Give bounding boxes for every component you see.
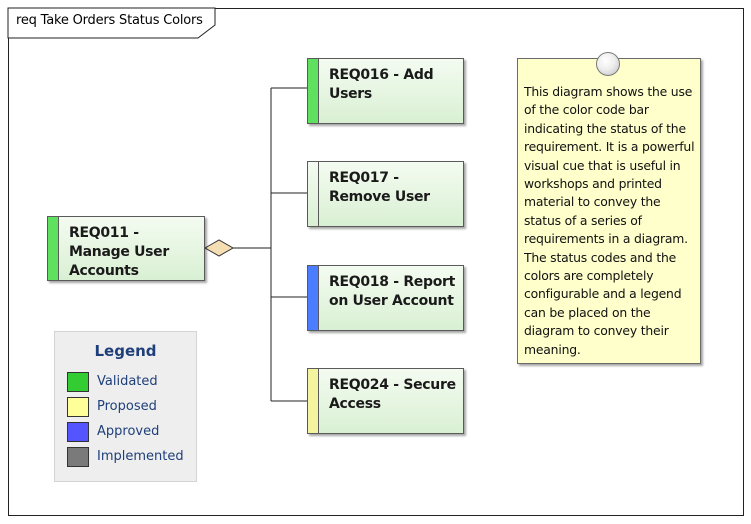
requirement-req016[interactable]: REQ016 - Add Users: [307, 58, 464, 124]
legend-swatch: [67, 397, 89, 417]
requirement-req017[interactable]: REQ017 - Remove User: [307, 161, 464, 227]
status-bar-proposed: [308, 369, 319, 433]
legend[interactable]: Legend Validated Proposed Approved Imple…: [54, 331, 197, 482]
aggregation-diamond: [203, 239, 235, 257]
legend-title: Legend: [94, 342, 157, 360]
status-bar-validated: [48, 217, 59, 280]
legend-label: Approved: [97, 424, 160, 439]
legend-label: Validated: [97, 374, 158, 389]
note-text: This diagram shows the use of the color …: [524, 84, 695, 357]
legend-swatch: [67, 447, 89, 467]
requirement-req018[interactable]: REQ018 - Report on User Account: [307, 265, 464, 331]
requirement-name: REQ011 - Manage User Accounts: [69, 225, 169, 279]
status-bar-validated: [308, 59, 319, 123]
legend-label: Proposed: [97, 399, 157, 414]
requirement-req011[interactable]: REQ011 - Manage User Accounts: [47, 216, 205, 281]
diagram-title: req Take Orders Status Colors: [16, 13, 203, 28]
note[interactable]: This diagram shows the use of the color …: [517, 58, 701, 364]
pin-icon: [596, 52, 620, 76]
requirement-name: REQ018 - Report on User Account: [329, 274, 456, 309]
requirement-name: REQ016 - Add Users: [329, 67, 434, 102]
legend-swatch: [67, 372, 89, 392]
requirement-req024[interactable]: REQ024 - Secure Access: [307, 368, 464, 434]
status-bar-approved: [308, 266, 319, 330]
legend-label: Implemented: [97, 449, 184, 464]
status-bar-validated: [308, 162, 319, 226]
requirement-name: REQ017 - Remove User: [329, 170, 430, 205]
aggregation-connector: [233, 87, 307, 402]
requirement-name: REQ024 - Secure Access: [329, 377, 456, 412]
title-tab-shape: [7, 7, 216, 39]
legend-swatch: [67, 422, 89, 442]
